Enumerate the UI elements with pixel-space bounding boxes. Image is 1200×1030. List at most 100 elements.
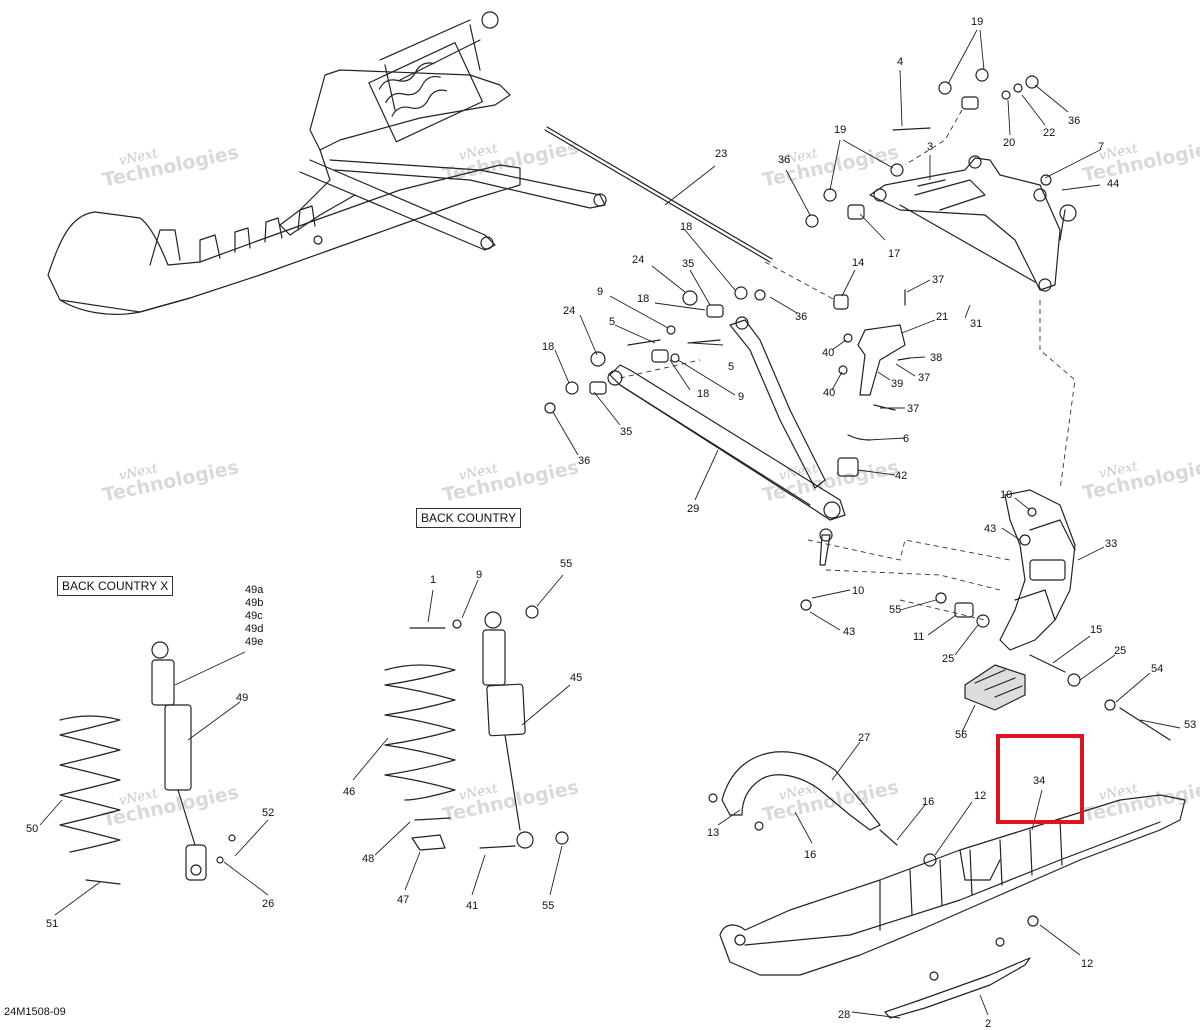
back-country-label: BACK COUNTRY — [416, 508, 522, 528]
callout-18: 18 — [697, 388, 709, 400]
diagram-reference-code: 24M1508-09 — [4, 1006, 66, 1018]
callout-12: 12 — [974, 790, 986, 802]
callout-52: 52 — [262, 807, 274, 819]
callout-11: 11 — [913, 631, 924, 643]
watermark: vNext Technologies — [441, 456, 581, 506]
callout-19: 19 — [834, 124, 846, 136]
callout-10: 10 — [1000, 489, 1012, 501]
back-country-shock — [482, 611, 534, 849]
callout-4: 4 — [897, 56, 903, 68]
callout-55: 55 — [889, 604, 901, 616]
callout-9: 9 — [738, 391, 744, 403]
alignment-lines — [619, 109, 1076, 621]
callout-55: 55 — [542, 900, 554, 912]
callout-36: 36 — [778, 154, 790, 166]
highlight-box-part-34 — [996, 734, 1084, 824]
watermark: vNext Technologies — [1081, 136, 1200, 186]
callout-25: 25 — [1114, 645, 1126, 657]
steering-rod — [544, 126, 773, 263]
callout-36: 36 — [1068, 115, 1080, 127]
callout-28: 28 — [838, 1009, 850, 1021]
callout-49d: 49d — [245, 623, 263, 635]
callout-35: 35 — [620, 426, 632, 438]
callout-45: 45 — [570, 672, 582, 684]
watermark: vNext Technologies — [101, 781, 241, 831]
callout-21: 21 — [936, 311, 948, 323]
svg-text:Technologies: Technologies — [101, 456, 241, 506]
callout-49: 49 — [236, 692, 248, 704]
callout-49b: 49b — [245, 597, 263, 609]
back-country-x-label: BACK COUNTRY X — [57, 576, 174, 596]
back-country-x-shock — [151, 641, 207, 881]
callout-1: 1 — [430, 574, 436, 586]
back-country-x-spring — [59, 715, 121, 885]
callouts: 19 4 36 22 20 23 19 3 36 7 44 17 18 24 3… — [26, 16, 1196, 1030]
callout-19: 19 — [971, 16, 983, 28]
svg-text:Technologies: Technologies — [441, 456, 581, 506]
callout-9: 9 — [476, 569, 482, 581]
callout-42: 42 — [895, 470, 907, 482]
callout-18: 18 — [680, 221, 692, 233]
callout-37: 37 — [932, 274, 944, 286]
back-country-spring — [384, 664, 456, 801]
watermark: vNext Technologies — [1081, 454, 1200, 504]
svg-text:Technologies: Technologies — [441, 776, 581, 826]
callout-38: 38 — [930, 352, 942, 364]
callout-18: 18 — [637, 293, 649, 305]
callout-40: 40 — [823, 387, 835, 399]
upper-a-arm — [869, 155, 1061, 292]
svg-text:Technologies: Technologies — [761, 776, 901, 826]
callout-6: 6 — [903, 433, 909, 445]
svg-text:Technologies: Technologies — [1081, 776, 1200, 826]
callout-7: 7 — [1098, 141, 1104, 153]
callout-33: 33 — [1105, 538, 1117, 550]
callout-10: 10 — [852, 585, 864, 597]
callout-56: 56 — [955, 729, 967, 741]
callout-9: 9 — [597, 286, 603, 298]
watermark: vNext Technologies — [101, 456, 241, 506]
hardware — [216, 68, 1171, 981]
callout-51: 51 — [46, 918, 58, 930]
callout-24: 24 — [632, 254, 644, 266]
callout-3: 3 — [927, 141, 933, 153]
callout-23: 23 — [715, 148, 727, 160]
watermark: vNext Technologies — [761, 456, 901, 506]
callout-43: 43 — [984, 523, 996, 535]
svg-text:Technologies: Technologies — [101, 781, 241, 831]
callout-36: 36 — [578, 455, 590, 467]
callout-15: 15 — [1090, 624, 1102, 636]
callout-44: 44 — [1107, 178, 1119, 190]
callout-22: 22 — [1043, 127, 1055, 139]
callout-37: 37 — [918, 372, 930, 384]
callout-47: 47 — [397, 894, 409, 906]
callout-16: 16 — [804, 849, 816, 861]
callout-37: 37 — [907, 403, 919, 415]
callout-17: 17 — [888, 248, 900, 260]
callout-35: 35 — [682, 258, 694, 270]
callout-54: 54 — [1151, 663, 1163, 675]
callout-27: 27 — [858, 732, 870, 744]
callout-16: 16 — [922, 796, 934, 808]
callout-5: 5 — [609, 316, 615, 328]
callout-46: 46 — [343, 786, 355, 798]
callout-25: 25 — [942, 653, 954, 665]
ski-runner — [884, 957, 1031, 1019]
callout-41: 41 — [466, 900, 478, 912]
callout-53: 53 — [1184, 719, 1196, 731]
watermarks: vNext Technologies vNext Technologies vN… — [101, 136, 1200, 831]
callout-36: 36 — [795, 311, 807, 323]
watermark: vNext Technologies — [101, 141, 241, 191]
lower-a-arm — [607, 316, 846, 521]
callout-48: 48 — [362, 853, 374, 865]
callout-2: 2 — [985, 1018, 991, 1030]
callout-43: 43 — [843, 626, 855, 638]
watermark: vNext Technologies — [761, 776, 901, 826]
callout-5: 5 — [728, 361, 734, 373]
callout-29: 29 — [687, 503, 699, 515]
svg-text:Technologies: Technologies — [761, 141, 901, 191]
callout-20: 20 — [1003, 137, 1015, 149]
callout-18: 18 — [542, 341, 554, 353]
leader-lines — [39, 29, 1181, 1019]
callout-50: 50 — [26, 823, 38, 835]
ski-bumper — [964, 664, 1026, 711]
